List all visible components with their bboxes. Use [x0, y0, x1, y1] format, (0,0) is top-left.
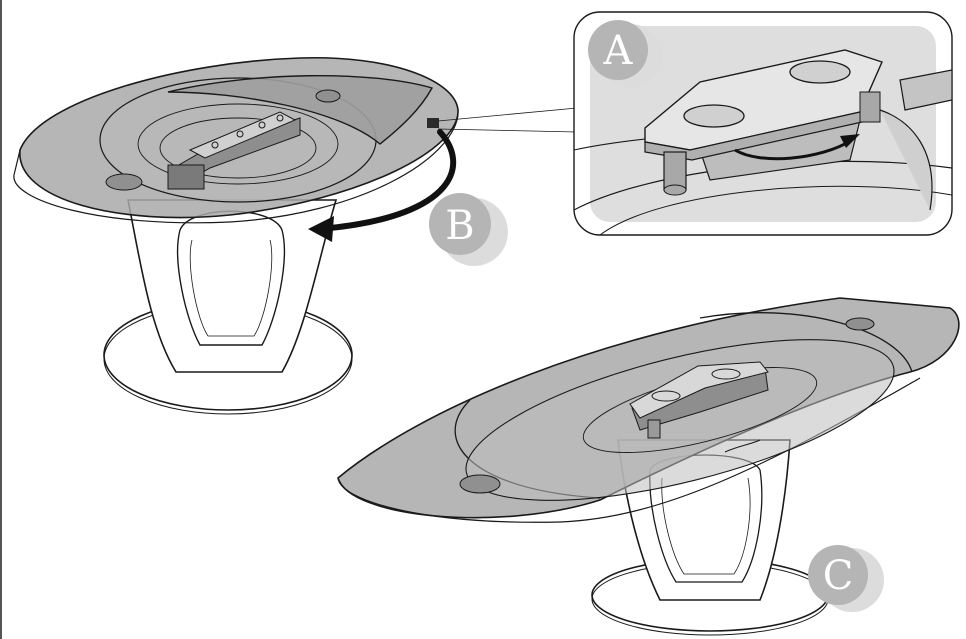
- table1-folded-leaf: [167, 74, 434, 145]
- step-label-b: B: [445, 203, 474, 249]
- table2-mechanism: [629, 361, 769, 453]
- rotation-arrow-b: [308, 129, 457, 242]
- table1-pedestal-cutout: [177, 210, 285, 346]
- detail-inset: [573, 11, 953, 236]
- step-badge-a: A: [588, 20, 662, 88]
- step-label-a: A: [603, 28, 634, 74]
- left-frame-border: [0, 0, 2, 639]
- table-extended: [337, 297, 960, 636]
- step-label-c: C: [823, 553, 854, 599]
- table-folded: [13, 56, 578, 415]
- step-badge-b: B: [429, 193, 508, 266]
- table2-rotating-disk: [465, 339, 895, 501]
- table2-puck-left: [459, 474, 501, 494]
- table1-puck-left: [105, 173, 143, 191]
- table2-puck-right: [845, 317, 875, 331]
- step-badge-c: C: [808, 545, 884, 612]
- table1-mechanism: [167, 111, 301, 190]
- table1-puck-back: [315, 89, 341, 103]
- table1-pivot-marker: [427, 118, 439, 128]
